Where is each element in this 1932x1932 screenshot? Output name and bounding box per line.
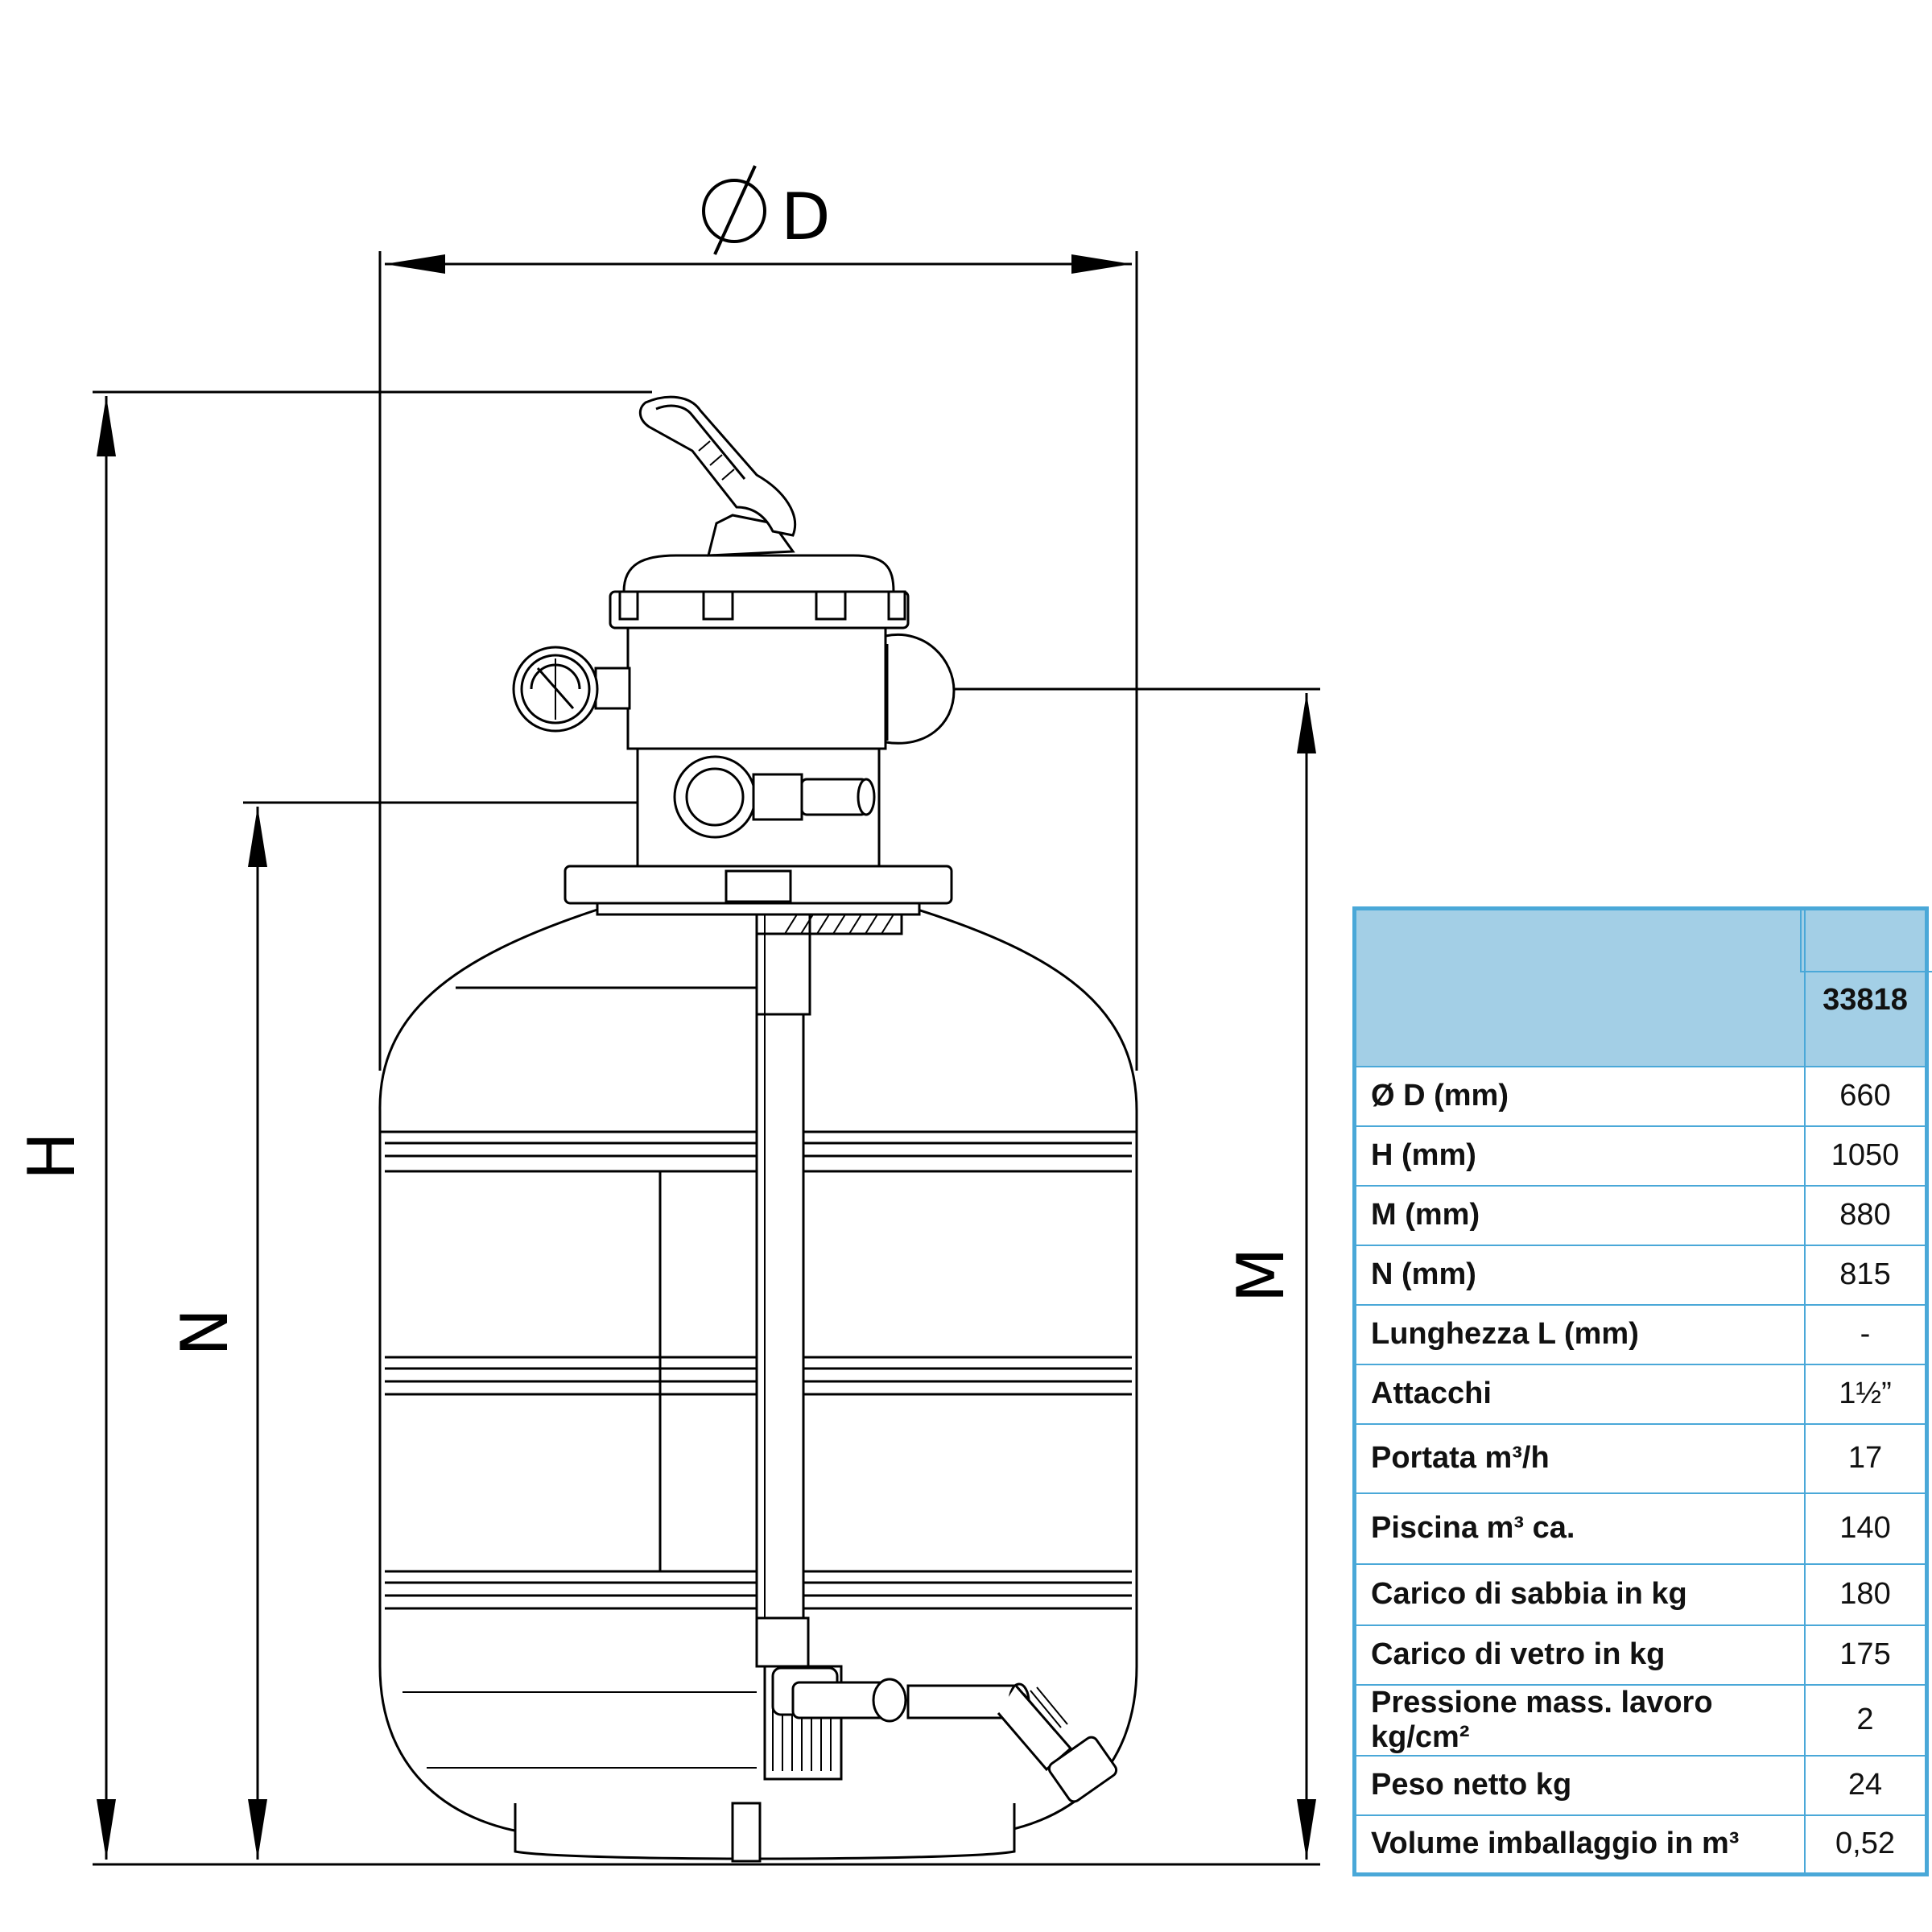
row-label: Lunghezza L (mm) bbox=[1353, 1303, 1806, 1365]
row-label: H (mm) bbox=[1353, 1125, 1806, 1187]
table-row: Lunghezza L (mm)- bbox=[1353, 1303, 1928, 1365]
row-label: Peso netto kg bbox=[1353, 1754, 1806, 1816]
tank-flange bbox=[564, 865, 953, 935]
table-header-empty bbox=[1353, 907, 1806, 1067]
row-value: 17 bbox=[1804, 1422, 1928, 1494]
table-row: Ø D (mm)660 bbox=[1353, 1065, 1928, 1127]
row-label: Attacchi bbox=[1353, 1363, 1806, 1425]
table-row: N (mm)815 bbox=[1353, 1244, 1928, 1306]
dimension-m bbox=[918, 687, 1320, 1860]
row-label: Ø D (mm) bbox=[1353, 1065, 1806, 1127]
row-value: 880 bbox=[1804, 1184, 1928, 1246]
row-value: 1½” bbox=[1804, 1363, 1928, 1425]
dimension-height-label: H bbox=[14, 1132, 89, 1180]
row-label: Carico di vetro in kg bbox=[1353, 1624, 1806, 1686]
row-value: 660 bbox=[1804, 1065, 1928, 1127]
row-value: 180 bbox=[1804, 1563, 1928, 1626]
row-label: Portata m³/h bbox=[1353, 1422, 1806, 1494]
row-value: 2 bbox=[1804, 1683, 1928, 1757]
dimension-m-label: M bbox=[1224, 1247, 1298, 1302]
row-value: 0,52 bbox=[1804, 1814, 1928, 1876]
row-value: 815 bbox=[1804, 1244, 1928, 1306]
row-value: 175 bbox=[1804, 1624, 1928, 1686]
diameter-symbol-icon bbox=[702, 165, 766, 255]
row-value: 1050 bbox=[1804, 1125, 1928, 1187]
table-row: Piscina m³ ca.140 bbox=[1353, 1492, 1928, 1565]
dimension-diameter bbox=[378, 165, 1138, 1071]
table-row: H (mm)1050 bbox=[1353, 1125, 1928, 1187]
row-value: 140 bbox=[1804, 1492, 1928, 1565]
row-value: - bbox=[1804, 1303, 1928, 1365]
row-label: M (mm) bbox=[1353, 1184, 1806, 1246]
row-label: Piscina m³ ca. bbox=[1353, 1492, 1806, 1565]
model-code: 33818 bbox=[1804, 907, 1928, 1067]
dimension-height bbox=[93, 390, 1320, 1866]
dimension-n-label: N bbox=[167, 1308, 242, 1356]
specification-table: 33818 Ø D (mm)660 H (mm)1050 M (mm)880 N… bbox=[1352, 906, 1929, 1876]
multiport-valve bbox=[512, 395, 956, 868]
table-row: M (mm)880 bbox=[1353, 1184, 1928, 1246]
row-label: N (mm) bbox=[1353, 1244, 1806, 1306]
drain-assembly bbox=[755, 1616, 1118, 1803]
row-label: Carico di sabbia in kg bbox=[1353, 1563, 1806, 1626]
row-value: 24 bbox=[1804, 1754, 1928, 1816]
filter-center-pipe bbox=[755, 908, 811, 1620]
dimension-diameter-label: D bbox=[781, 180, 831, 254]
row-label: Pressione mass. lavoro kg/cm² bbox=[1353, 1683, 1806, 1757]
row-label: Volume imballaggio in m³ bbox=[1353, 1814, 1806, 1876]
table-header-row: 33818 bbox=[1353, 907, 1928, 1067]
